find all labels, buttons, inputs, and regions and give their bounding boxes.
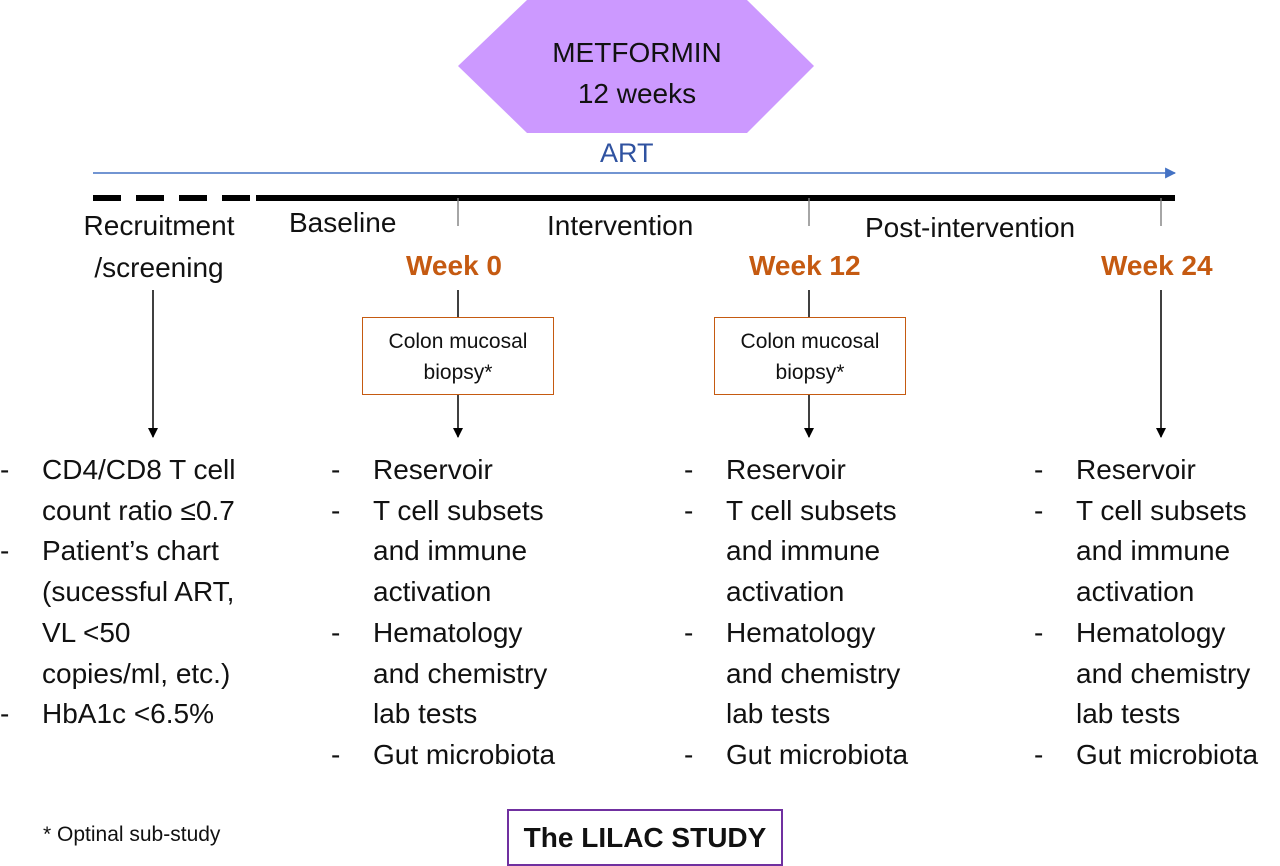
list-item-line: T cell subsets [373, 494, 544, 526]
list-item-line: Hematology [1076, 616, 1226, 648]
week-12-assessment-list: - Reservoir - T cell subsets and immune … [684, 450, 908, 776]
metformin-label: METFORMIN 12 weeks [527, 32, 747, 114]
list-item: - Reservoir [1034, 450, 1258, 491]
bullet-dash: - [1034, 494, 1044, 526]
biopsy-line2: biopsy* [775, 361, 845, 384]
list-item-line: and chemistry [373, 657, 548, 689]
list-item: - T cell subsets and immune activation [684, 491, 908, 613]
biopsy-line1: Colon mucosal [388, 330, 528, 353]
list-item-line: Gut microbiota [373, 738, 556, 770]
list-item: - Gut microbiota [1034, 735, 1258, 776]
bullet-dash: - [331, 616, 341, 648]
list-item-line: VL <50 [42, 616, 131, 648]
list-item-line: Gut microbiota [726, 738, 909, 770]
metformin-duration: 12 weeks [577, 78, 697, 109]
screening-criteria-list: - CD4/CD8 T cell count ratio ≤0.7 - Pati… [0, 450, 235, 735]
list-item-line: T cell subsets [1076, 494, 1247, 526]
phase-recruitment-line1: Recruitment [83, 210, 235, 241]
phase-recruitment-label: Recruitment /screening [74, 205, 244, 289]
list-item-line: lab tests [1076, 698, 1181, 730]
list-item: - Gut microbiota [331, 735, 555, 776]
bullet-dash: - [684, 494, 694, 526]
metformin-drug-name: METFORMIN [552, 37, 722, 68]
bullet-dash: - [1034, 454, 1044, 485]
list-item-line: T cell subsets [726, 494, 897, 526]
list-item-line: Patient’s chart [42, 535, 219, 567]
week-12-label: Week 12 [749, 250, 861, 281]
art-label: ART [600, 138, 654, 168]
bullet-dash: - [331, 494, 341, 526]
bullet-dash: - [684, 738, 694, 770]
phase-recruitment-line2: /screening [94, 252, 224, 283]
list-item-line: HbA1c <6.5% [42, 698, 214, 730]
metformin-double-arrow [458, 0, 814, 133]
list-item-line: count ratio ≤0.7 [42, 494, 235, 526]
bullet-dash: - [0, 698, 10, 730]
week-24-assessment-list: - Reservoir - T cell subsets and immune … [1034, 450, 1258, 776]
bullet-dash: - [1034, 616, 1044, 648]
list-item-line: and chemistry [726, 657, 901, 689]
list-item: - CD4/CD8 T cell count ratio ≤0.7 [0, 450, 235, 531]
list-item-line: Reservoir [1076, 454, 1196, 485]
footnote: * Optinal sub-study [43, 823, 221, 846]
list-item: - Patient’s chart (sucessful ART, VL <50… [0, 531, 235, 694]
biopsy-line2: biopsy* [423, 361, 493, 384]
list-item-line: activation [726, 576, 845, 608]
biopsy-line1: Colon mucosal [740, 330, 880, 353]
bullet-dash: - [0, 535, 10, 567]
week-0-label: Week 0 [406, 250, 502, 281]
list-item-line: lab tests [373, 698, 478, 730]
list-item: - Hematology and chemistry lab tests [684, 613, 908, 735]
list-item: - Hematology and chemistry lab tests [331, 613, 555, 735]
list-item-line: and immune [1076, 535, 1231, 567]
list-item-line: (sucessful ART, [42, 576, 235, 608]
list-item: - Gut microbiota [684, 735, 908, 776]
list-item-line: Hematology [373, 616, 523, 648]
list-item: - Hematology and chemistry lab tests [1034, 613, 1258, 735]
list-item-line: Reservoir [373, 454, 493, 485]
list-item-line: and chemistry [1076, 657, 1251, 689]
bullet-dash: - [0, 454, 10, 485]
bullet-dash: - [684, 454, 694, 485]
biopsy-box-week-0: Colon mucosal biopsy* [362, 317, 554, 395]
list-item-line: lab tests [726, 698, 831, 730]
list-item-line: Hematology [726, 616, 876, 648]
week-24-label: Week 24 [1101, 250, 1213, 281]
list-item: - T cell subsets and immune activation [331, 491, 555, 613]
week-0-assessment-list: - Reservoir - T cell subsets and immune … [331, 450, 555, 776]
list-item: - Reservoir [684, 450, 908, 491]
list-item-line: and immune [726, 535, 881, 567]
list-item: - Reservoir [331, 450, 555, 491]
list-item-line: Reservoir [726, 454, 846, 485]
bullet-dash: - [684, 616, 694, 648]
phase-post-intervention-label: Post-intervention [865, 212, 1076, 243]
phase-baseline-label: Baseline [289, 207, 397, 238]
biopsy-box-week-12: Colon mucosal biopsy* [714, 317, 906, 395]
list-item-line: activation [1076, 576, 1195, 608]
bullet-dash: - [331, 454, 341, 485]
list-item: - T cell subsets and immune activation [1034, 491, 1258, 613]
list-item-line: activation [373, 576, 492, 608]
list-item-line: Gut microbiota [1076, 738, 1259, 770]
study-title-box: The LILAC STUDY [507, 809, 783, 866]
bullet-dash: - [331, 738, 341, 770]
list-item-line: and immune [373, 535, 528, 567]
list-item: - HbA1c <6.5% [0, 694, 235, 735]
phase-intervention-label: Intervention [547, 210, 694, 241]
bullet-dash: - [1034, 738, 1044, 770]
list-item-line: copies/ml, etc.) [42, 657, 231, 689]
list-item-line: CD4/CD8 T cell [42, 454, 236, 485]
